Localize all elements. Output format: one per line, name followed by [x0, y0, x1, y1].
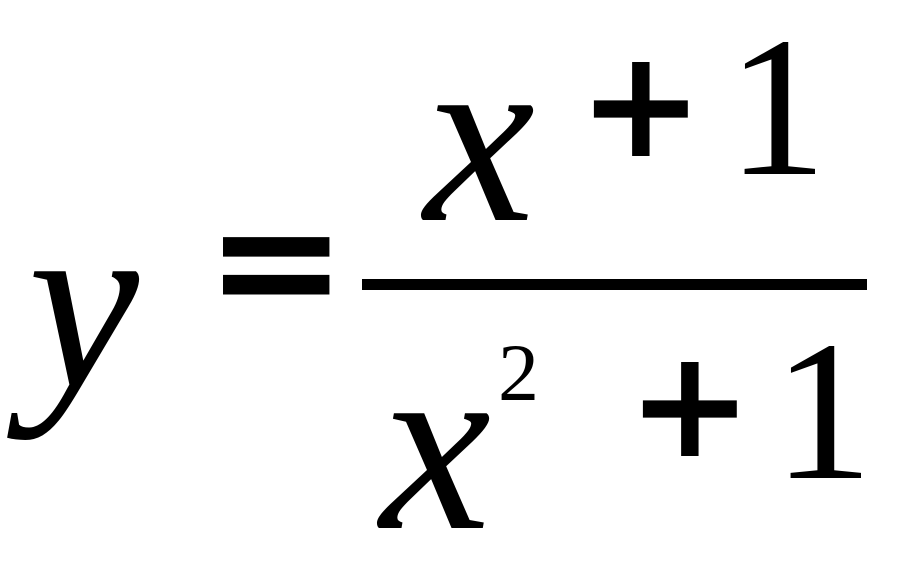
- denominator-constant-one: 1: [773, 301, 873, 522]
- numerator-constant-one: 1: [727, 0, 827, 218]
- equals-sign: =: [205, 162, 348, 360]
- lhs-variable-y: y: [28, 164, 139, 441]
- equation: y = x + 1 x 2 + 1: [28, 0, 873, 570]
- numerator-plus-sign: +: [578, 18, 704, 192]
- fraction-bar: [362, 279, 867, 290]
- denominator-exponent-two: 2: [498, 327, 539, 418]
- denominator-variable-x: x: [380, 306, 491, 583]
- numerator-variable-x: x: [424, 0, 535, 275]
- denominator-plus-sign: +: [627, 318, 753, 492]
